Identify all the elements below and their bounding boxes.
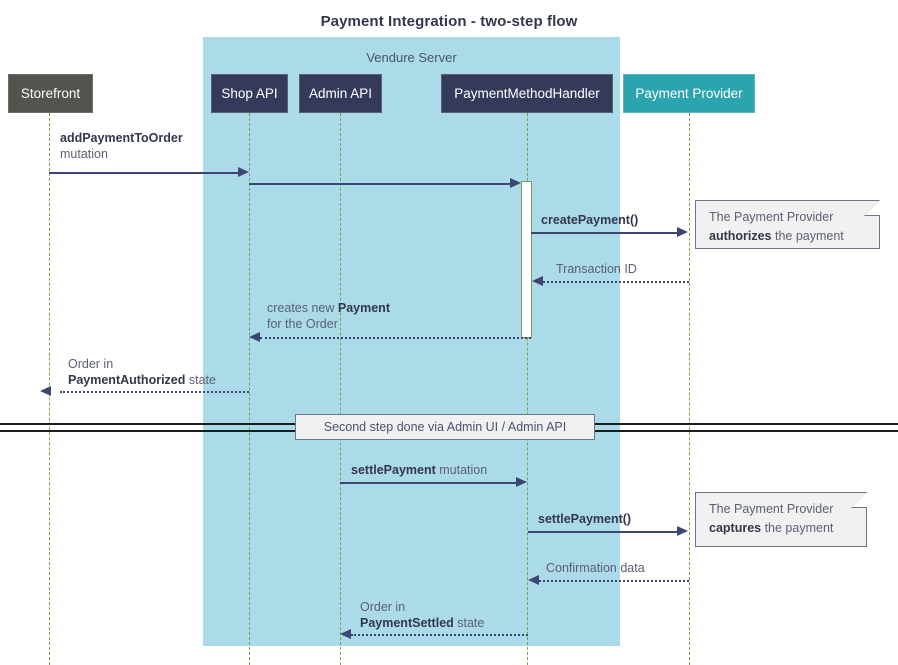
arrowhead-shop-api-to-handler — [510, 178, 521, 188]
note-captures: The Payment Provider captures the paymen… — [695, 492, 867, 547]
message-line-order-payment-authorized — [60, 391, 249, 393]
participant-admin-api[interactable]: Admin API — [299, 74, 382, 113]
lifeline-payment-provider — [689, 113, 690, 665]
note-bold: authorizes — [709, 229, 772, 243]
arrowhead-order-payment-authorized — [40, 386, 51, 396]
arrowhead-order-payment-settled — [340, 629, 351, 639]
message-label-bold: createPayment() — [541, 213, 639, 227]
note-bold: captures — [709, 521, 762, 535]
arrowhead-creates-new-payment — [249, 332, 260, 342]
message-label-bold: PaymentSettled — [360, 616, 454, 630]
arrowhead-transaction-id — [532, 276, 543, 286]
message-label-rest: Order in — [68, 357, 114, 371]
message-label-rest: Order in — [360, 600, 406, 614]
participant-payment-provider[interactable]: Payment Provider — [623, 74, 755, 113]
note-line-2-rest: the payment — [761, 521, 834, 535]
participant-storefront[interactable]: Storefront — [8, 74, 93, 113]
message-line-add-payment-to-order — [49, 172, 239, 174]
note-line-1: The Payment Provider — [709, 210, 834, 224]
message-label-settle-payment-mutation: settlePayment mutation — [351, 462, 487, 478]
message-label-add-payment-to-order: addPaymentToOrder mutation — [60, 130, 183, 162]
message-label-rest: creates new — [267, 301, 338, 315]
participant-shop-api[interactable]: Shop API — [211, 74, 288, 113]
lifeline-payment-method-handler — [527, 113, 528, 665]
lifeline-shop-api — [249, 113, 250, 665]
message-line-shop-api-to-handler — [249, 183, 511, 185]
message-label-rest: Confirmation data — [546, 561, 645, 575]
message-label-line2: mutation — [60, 147, 108, 161]
message-label-rest: mutation — [435, 463, 488, 477]
divider-label-second-step: Second step done via Admin UI / Admin AP… — [295, 414, 595, 440]
message-label-create-payment: createPayment() — [541, 212, 638, 228]
message-line-creates-new-payment — [260, 337, 531, 339]
arrowhead-confirmation-data — [528, 575, 539, 585]
message-label-line2: for the Order — [267, 317, 338, 331]
message-label-bold: Payment — [337, 301, 390, 315]
note-fold-icon — [865, 200, 880, 215]
message-label-rest: Transaction ID — [556, 262, 637, 276]
message-label-bold: addPaymentToOrder — [60, 131, 183, 145]
group-label-vendure-server: Vendure Server — [366, 50, 457, 65]
message-label-line2-wrap: PaymentAuthorized state — [68, 372, 216, 388]
message-label-settle-payment-call: settlePayment() — [538, 511, 631, 527]
diagram-title: Payment Integration - two-step flow — [320, 13, 578, 30]
group-box-vendure-server — [203, 37, 620, 646]
note-line-1: The Payment Provider — [709, 502, 834, 516]
note-authorizes: The Payment Provider authorizes the paym… — [695, 200, 880, 249]
note-line-2-rest: the payment — [771, 229, 844, 243]
participant-payment-method-handler[interactable]: PaymentMethodHandler — [441, 74, 613, 113]
message-line-settle-payment-mutation — [340, 482, 516, 484]
message-label-creates-new-payment: creates new Payment for the Order — [267, 300, 390, 332]
arrowhead-settle-payment-call — [677, 526, 688, 536]
message-line-settle-payment-call — [528, 531, 678, 533]
note-fold-icon — [852, 492, 867, 507]
message-label-order-payment-authorized: Order in PaymentAuthorized state — [68, 356, 216, 388]
message-label-line2: state — [453, 616, 485, 630]
message-line-confirmation-data — [539, 580, 689, 582]
message-line-transaction-id — [543, 281, 689, 283]
message-label-transaction-id: Transaction ID — [556, 261, 637, 277]
lifeline-admin-api — [340, 113, 341, 665]
message-label-bold: PaymentAuthorized — [68, 373, 186, 387]
activation-bar-payment-method-handler — [521, 181, 532, 338]
message-label-line2: state — [185, 373, 216, 387]
message-label-bold: settlePayment — [351, 463, 436, 477]
message-label-line2-wrap: PaymentSettled state — [360, 615, 484, 631]
arrowhead-settle-payment-mutation — [516, 477, 527, 487]
message-label-bold: settlePayment() — [538, 512, 632, 526]
message-line-create-payment — [531, 232, 678, 234]
message-label-confirmation-data: Confirmation data — [546, 560, 645, 576]
message-label-order-payment-settled: Order in PaymentSettled state — [360, 599, 484, 631]
message-line-order-payment-settled — [351, 634, 528, 636]
arrowhead-create-payment — [677, 227, 688, 237]
arrowhead-add-payment-to-order — [238, 167, 249, 177]
